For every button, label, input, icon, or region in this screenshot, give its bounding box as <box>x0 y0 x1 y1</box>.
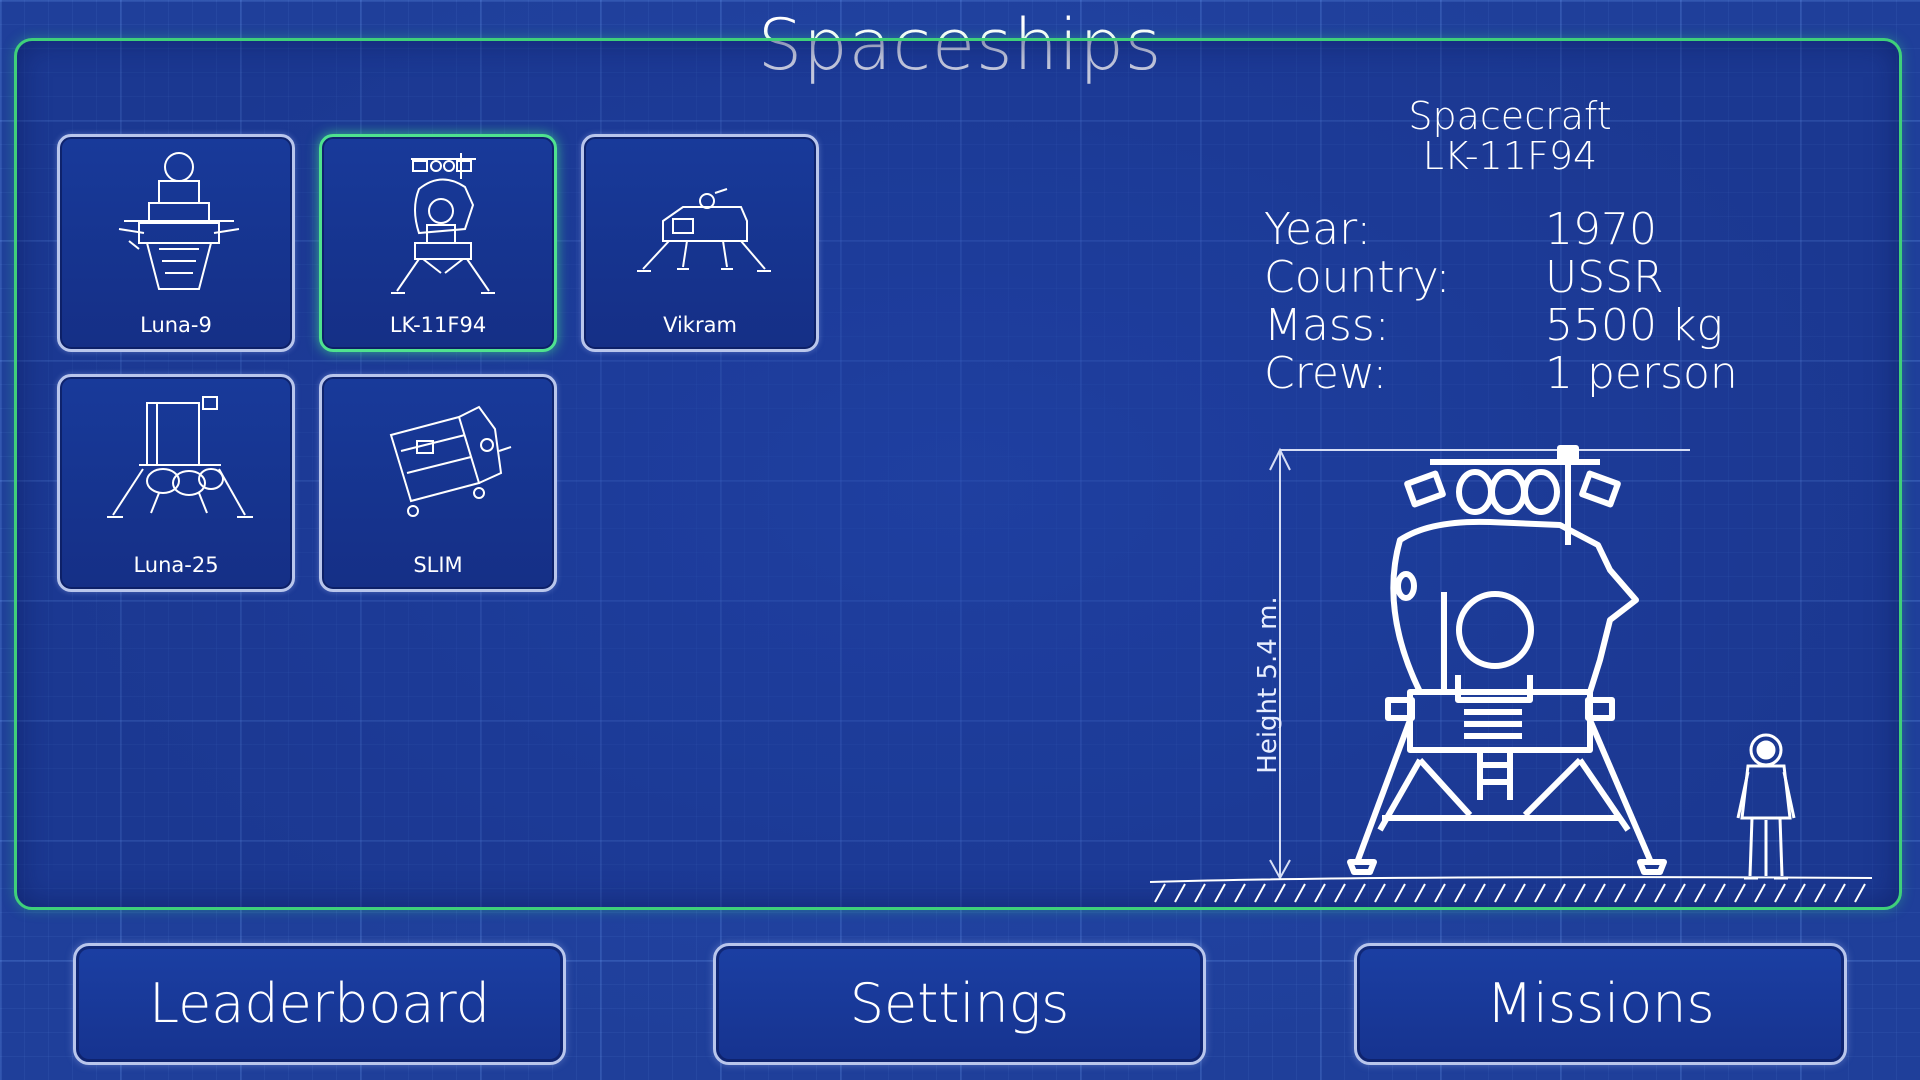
mass-label: Mass: <box>1264 300 1390 351</box>
ship-card-label: Luna-25 <box>133 553 219 577</box>
country-value: USSR <box>1545 252 1664 303</box>
page-title: Spaceships <box>757 4 1163 86</box>
astronaut-figure <box>1736 733 1796 880</box>
ship-card-vikram[interactable]: Vikram <box>581 134 819 352</box>
spacecraft-heading: Spacecraft LK-11F94 <box>1370 96 1650 176</box>
ship-card-label: Luna-9 <box>140 313 212 337</box>
settings-button[interactable]: Settings <box>713 943 1206 1065</box>
ship-card-luna-25[interactable]: Luna-25 <box>57 374 295 592</box>
country-label: Country: <box>1264 252 1451 303</box>
crew-label: Crew: <box>1264 348 1388 399</box>
spacecraft-heading-line1: Spacecraft <box>1408 94 1612 138</box>
luna25-icon <box>107 396 253 518</box>
height-dimension-line <box>1269 447 1690 881</box>
leaderboard-button[interactable]: Leaderboard <box>73 943 566 1065</box>
ship-card-label: Vikram <box>663 313 737 337</box>
ship-card-label: SLIM <box>413 553 463 577</box>
ship-card-slim[interactable]: SLIM <box>319 374 557 592</box>
vikram-icon <box>637 188 771 272</box>
spacecraft-name: LK-11F94 <box>1422 134 1598 178</box>
luna9-icon <box>118 152 240 290</box>
lk11f94-icon <box>391 153 495 294</box>
missions-button[interactable]: Missions <box>1354 943 1847 1065</box>
year-label: Year: <box>1264 204 1372 255</box>
slim-icon <box>389 405 512 517</box>
ship-card-luna-9[interactable]: Luna-9 <box>57 134 295 352</box>
ship-card-lk-11f94[interactable]: LK-11F94 <box>319 134 557 352</box>
height-label: Height 5.4 m. <box>1253 596 1283 774</box>
lk-11f94-lander-drawing <box>1347 445 1667 875</box>
mass-value: 5500 kg <box>1545 300 1723 351</box>
year-value: 1970 <box>1545 204 1657 255</box>
ground-line <box>1149 876 1873 903</box>
crew-value: 1 person <box>1545 348 1738 399</box>
ship-card-label: LK-11F94 <box>389 313 487 337</box>
